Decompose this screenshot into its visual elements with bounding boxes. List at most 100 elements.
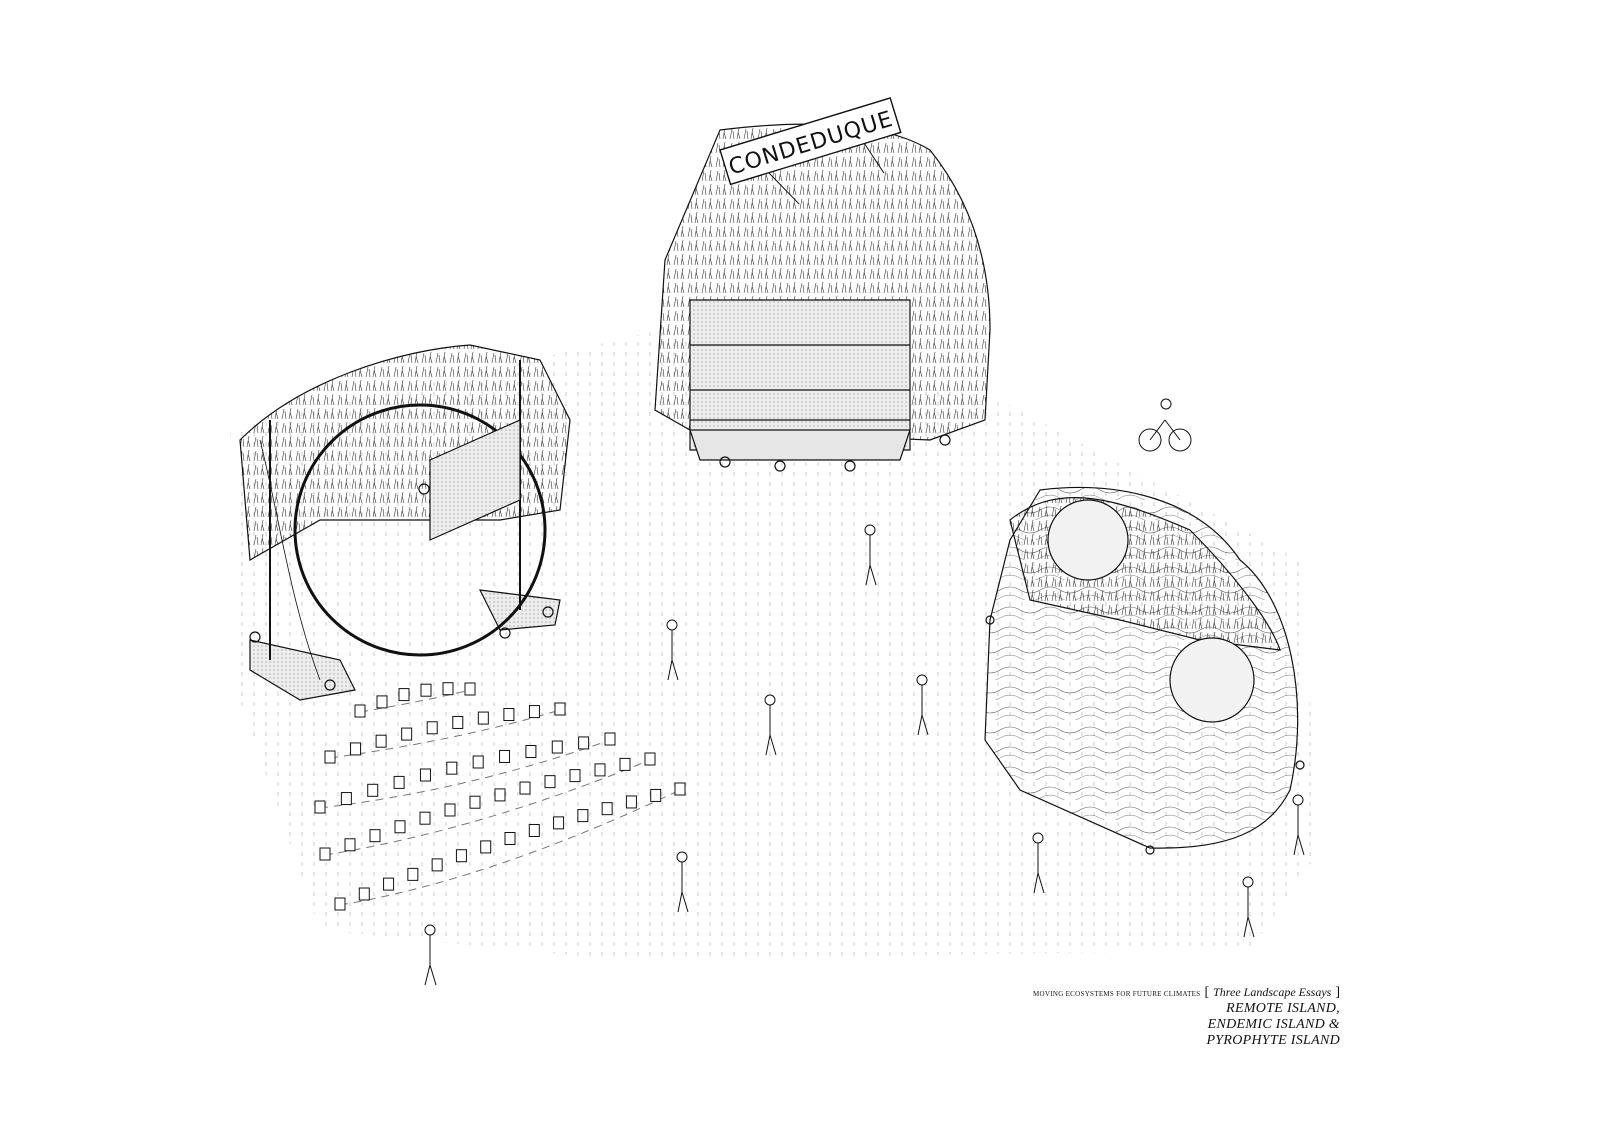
chair-icon: [480, 840, 492, 854]
chair-icon: [334, 897, 346, 911]
chair-icon: [344, 838, 356, 852]
chair-icon: [525, 744, 537, 758]
remote-island-stage: [239, 344, 571, 701]
circular-hollow: [1169, 637, 1255, 723]
wheel-icon: [1145, 845, 1155, 855]
wheel-icon: [719, 456, 731, 468]
person-figure-icon: [424, 924, 437, 986]
chair-icon: [604, 732, 616, 746]
chair-icon: [398, 688, 410, 702]
chair-icon: [419, 768, 431, 782]
chair-icon: [350, 742, 362, 756]
wheel-icon: [418, 483, 430, 495]
wheel-icon: [985, 615, 995, 625]
title-line-2: ENDEMIC ISLAND &: [1207, 1017, 1340, 1032]
chair-icon: [499, 749, 511, 763]
seating-tiers: [689, 299, 911, 451]
chair-icon: [431, 858, 443, 872]
wheel-icon: [1295, 760, 1305, 770]
chair-icon: [393, 775, 405, 789]
wheel-icon: [542, 606, 554, 618]
wheel-icon: [324, 679, 336, 691]
chair-icon: [358, 887, 370, 901]
chair-icon: [503, 708, 515, 722]
wheel-icon: [939, 434, 951, 446]
chair-icon: [367, 783, 379, 797]
chair-icon: [594, 763, 606, 777]
wheel-icon: [774, 460, 786, 472]
chair-icon: [464, 682, 476, 696]
chair-icon: [401, 727, 413, 741]
chair-icon: [601, 802, 613, 816]
chair-icon: [369, 829, 381, 843]
chair-icon: [625, 795, 637, 809]
chair-icon: [319, 847, 331, 861]
series-title: Three Landscape Essays: [1213, 985, 1332, 999]
chair-icon: [619, 757, 631, 771]
person-figure-icon: [1292, 794, 1305, 856]
chair-icon: [494, 788, 506, 802]
cyclist-icon: [1138, 398, 1192, 452]
stage-base: [249, 639, 356, 701]
title-line-3: PYROPHYTE ISLAND: [1206, 1033, 1340, 1048]
person-figure-icon: [666, 619, 679, 681]
chair-icon: [376, 695, 388, 709]
chair-icon: [554, 702, 566, 716]
chair-icon: [650, 788, 662, 802]
title-block: MOVING ECOSYSTEMS FOR FUTURE CLIMATES [ …: [1032, 985, 1340, 1048]
person-figure-icon: [864, 524, 877, 586]
chair-icon: [544, 775, 556, 789]
chair-icon: [644, 752, 656, 766]
bracket-open: [: [1204, 985, 1210, 1000]
chair-rows: [314, 682, 686, 911]
chair-icon: [469, 795, 481, 809]
chair-icon: [452, 715, 464, 729]
chair-icon: [324, 750, 336, 764]
bracket-close: ]: [1335, 985, 1340, 1000]
person-figure-icon: [764, 694, 777, 756]
chair-icon: [553, 816, 565, 830]
person-figure-icon: [916, 674, 929, 736]
person-figure-icon: [1242, 876, 1255, 938]
endemic-island-stage: [654, 123, 991, 472]
chair-icon: [569, 769, 581, 783]
wheel-icon: [844, 460, 856, 472]
chair-icon: [446, 761, 458, 775]
circular-hollow: [1047, 499, 1129, 581]
chair-icon: [340, 792, 352, 806]
chair-icon: [455, 849, 467, 863]
chair-icon: [577, 809, 589, 823]
chair-icon: [551, 740, 563, 754]
chair-icon: [528, 705, 540, 719]
chair-icon: [442, 682, 454, 696]
stage-front-platform: [689, 429, 911, 461]
stage-ring-arch: [293, 403, 547, 657]
person-figure-icon: [676, 851, 689, 913]
chair-icon: [314, 800, 326, 814]
chair-icon: [674, 782, 686, 796]
people: [424, 398, 1305, 986]
chair-icon: [383, 877, 395, 891]
person-figure-icon: [1032, 832, 1045, 894]
chair-icon: [419, 811, 431, 825]
chair-icon: [375, 734, 387, 748]
chair-icon: [394, 820, 406, 834]
wheel-icon: [499, 627, 511, 639]
chair-icon: [519, 781, 531, 795]
tiered-seating: [429, 419, 521, 541]
chair-icon: [504, 832, 516, 845]
wheel-icon: [249, 631, 261, 643]
chair-icon: [420, 683, 432, 697]
chair-icon: [444, 803, 456, 817]
curtain: [259, 439, 321, 681]
chair-icon: [426, 721, 438, 735]
chair-icon: [528, 823, 540, 837]
chair-icon: [407, 867, 419, 881]
pyrophyte-island: [984, 487, 1305, 855]
chair-icon: [354, 704, 366, 718]
project-title: MOVING ECOSYSTEMS FOR FUTURE CLIMATES: [1032, 990, 1201, 998]
chair-icon: [477, 711, 489, 725]
title-line-1: REMOTE ISLAND,: [1226, 1001, 1340, 1016]
chair-icon: [578, 736, 590, 750]
